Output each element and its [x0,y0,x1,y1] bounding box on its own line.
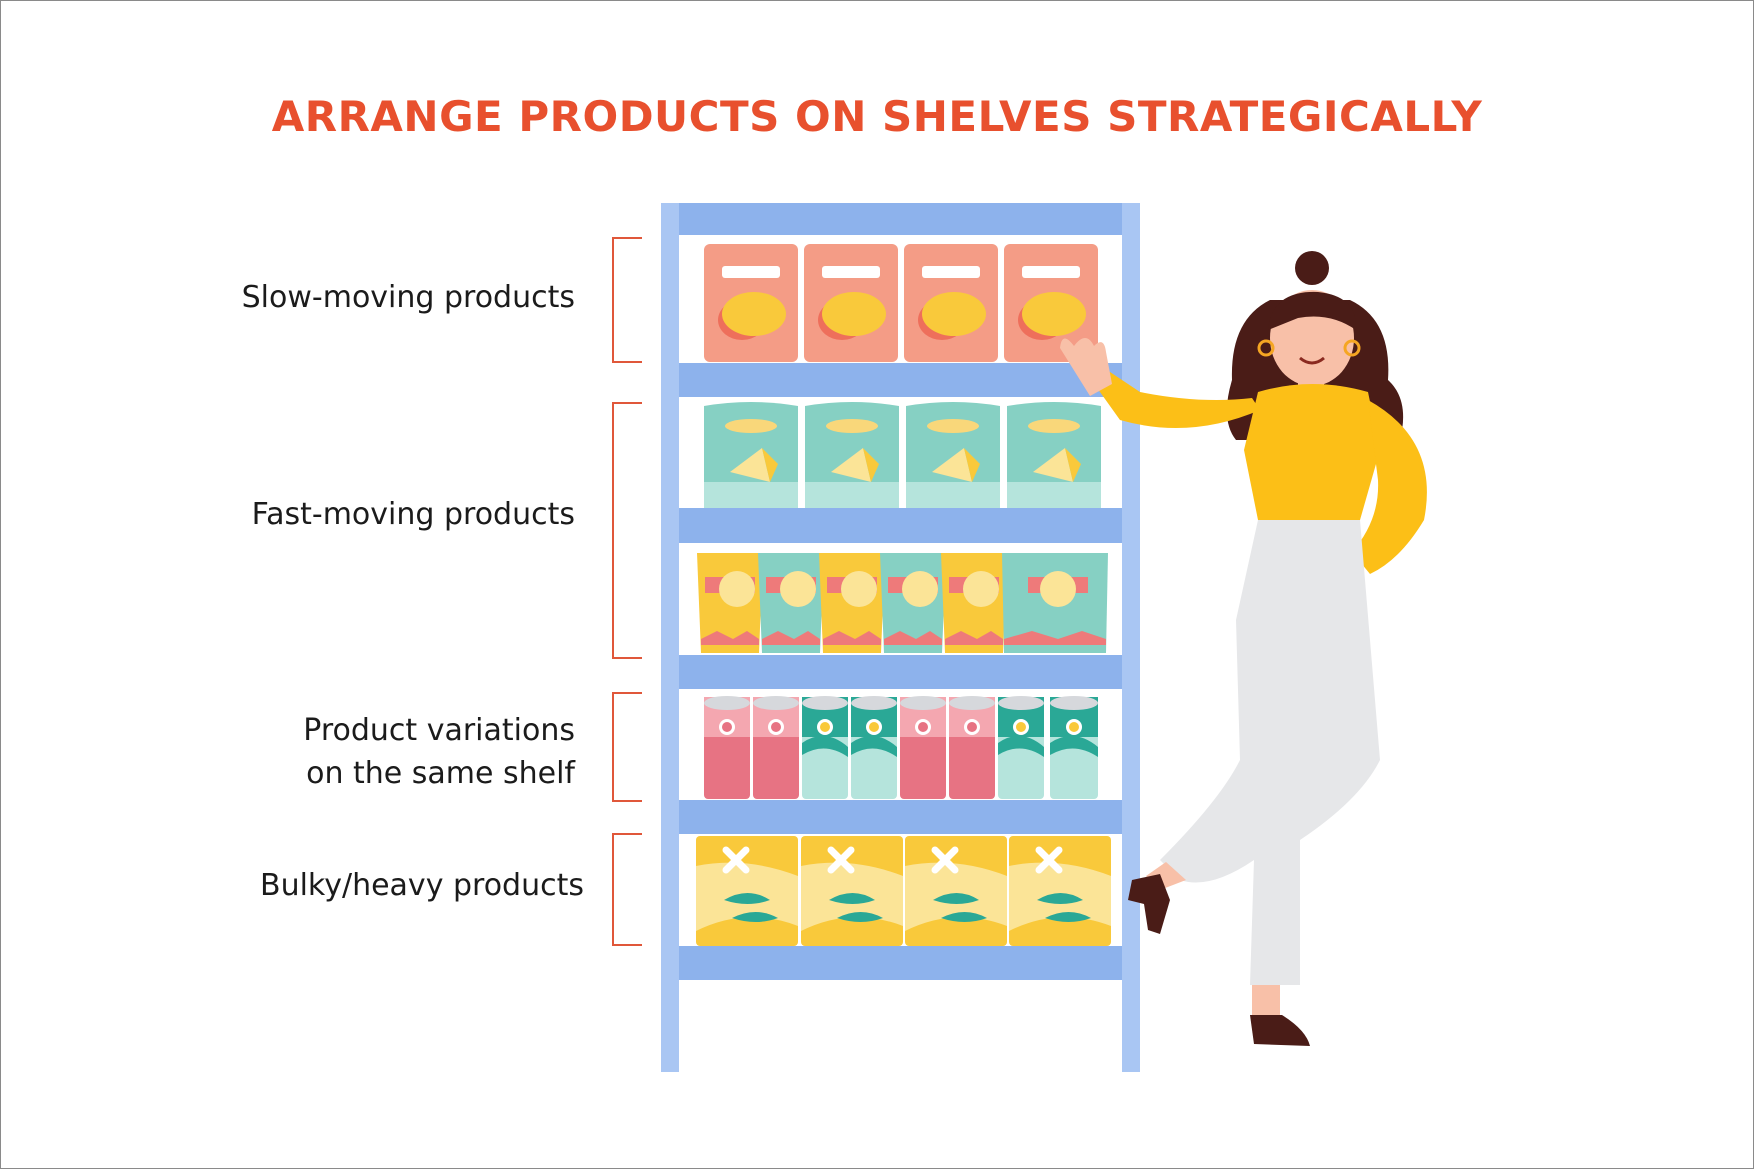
shelf-unit [661,203,1140,1072]
fast-moving-short-bags [697,553,1108,653]
bracket-bulky-heavy [612,833,642,946]
label-bulky-heavy: Bulky/heavy products [259,868,584,903]
fast-moving-tall-bags [704,402,1101,508]
label-variations-line-1: Product variations [303,713,575,748]
bulky-heavy-bags [696,836,1111,946]
label-fast-moving: Fast-moving products [251,497,575,532]
bracket-slow-moving [612,237,642,363]
woman-character [1060,251,1427,1046]
product-variation-cans [704,696,1098,799]
bracket-product-variations [612,692,642,802]
label-slow-moving: Slow-moving products [241,280,575,315]
label-product-variations: Product variations on the same shelf [303,709,575,795]
label-variations-line-2: on the same shelf [306,756,575,791]
slow-moving-boxes [704,244,1098,362]
bracket-fast-moving [612,402,642,659]
page-title: ARRANGE PRODUCTS ON SHELVES STRATEGICALL… [271,92,1483,141]
